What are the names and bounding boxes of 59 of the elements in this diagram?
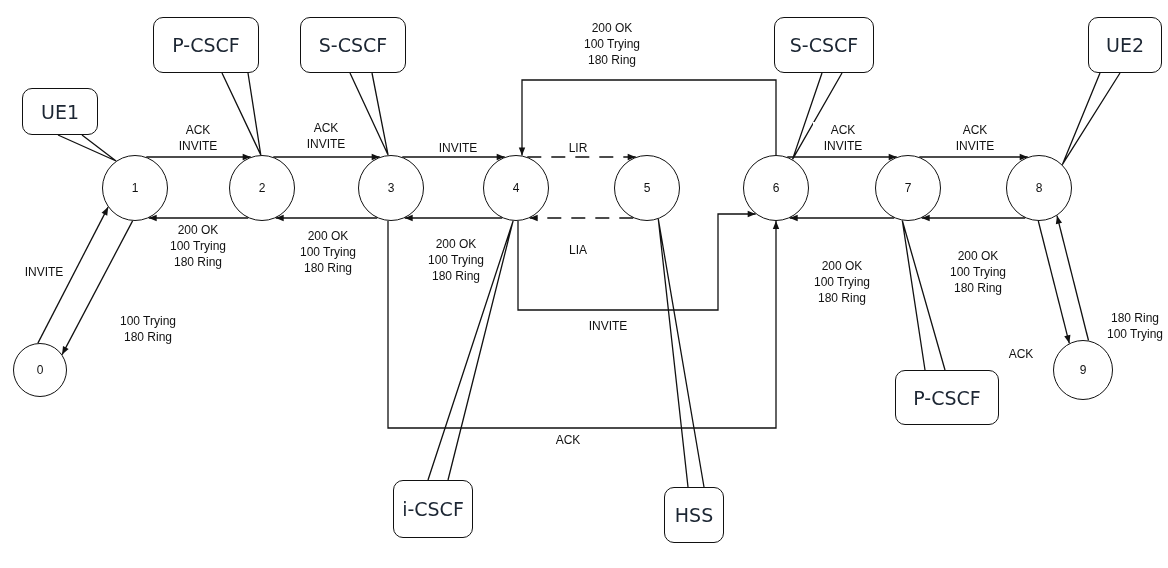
arrow — [401, 153, 506, 161]
state-number: 6 — [772, 181, 780, 195]
arrow — [272, 153, 381, 161]
callout-text: S-CSCF — [789, 34, 859, 56]
state-number: 3 — [387, 181, 395, 195]
arrow — [275, 214, 378, 222]
arrow — [517, 210, 757, 311]
edge-label: 100 Trying 180 Ring — [117, 313, 179, 345]
state-number: 1 — [131, 181, 139, 195]
state-circle — [483, 155, 549, 221]
dashed-arrow — [526, 153, 637, 161]
arrow — [37, 206, 109, 344]
dashed-arrow — [528, 214, 635, 222]
callout-bubble — [300, 17, 406, 73]
callout-bubble — [393, 480, 473, 538]
callout-text: P-CSCF — [172, 34, 240, 56]
callout-text: HSS — [674, 504, 714, 526]
state-number: 5 — [643, 181, 651, 195]
callout-bubble — [664, 487, 724, 543]
leader-line — [901, 219, 946, 371]
callout-bubble — [774, 17, 874, 73]
state-circle — [102, 155, 168, 221]
leader-line — [57, 134, 117, 162]
state-number: 8 — [1035, 181, 1043, 195]
arrow — [786, 153, 898, 161]
arrow — [918, 153, 1029, 161]
callout-text: i-CSCF — [402, 498, 464, 520]
leader-line — [221, 72, 262, 156]
arrow — [404, 214, 503, 222]
leader-line — [349, 72, 389, 156]
callout-bubble — [153, 17, 259, 73]
state-number: 4 — [512, 181, 520, 195]
callout-text: UE1 — [41, 100, 79, 123]
arrow — [1055, 215, 1090, 342]
state-number: 2 — [258, 181, 266, 195]
arrow — [789, 214, 895, 222]
state-number: 0 — [36, 363, 44, 377]
callout-bubble — [1088, 17, 1162, 73]
callout-text: P-CSCF — [913, 386, 981, 409]
edge-label: 180 Ring 100 Trying — [1104, 310, 1166, 342]
callout-bubble — [895, 370, 999, 425]
callout-bubble — [22, 88, 98, 135]
state-number: 7 — [904, 181, 912, 195]
arrow — [387, 220, 780, 429]
arrow — [61, 220, 134, 356]
arrow — [145, 153, 252, 161]
arrow — [148, 214, 249, 222]
leader-line — [427, 220, 514, 481]
arrow — [518, 79, 777, 157]
state-circle — [13, 343, 67, 397]
callout-text: S-CSCF — [318, 34, 388, 56]
state-circle — [1053, 340, 1113, 400]
arrow — [921, 214, 1026, 222]
callout-text: UE2 — [1106, 34, 1144, 56]
state-number: 9 — [1079, 363, 1087, 377]
leader-line — [791, 72, 843, 161]
arrow — [1037, 220, 1071, 344]
leader-line — [1061, 72, 1121, 166]
leader-line — [657, 218, 705, 488]
